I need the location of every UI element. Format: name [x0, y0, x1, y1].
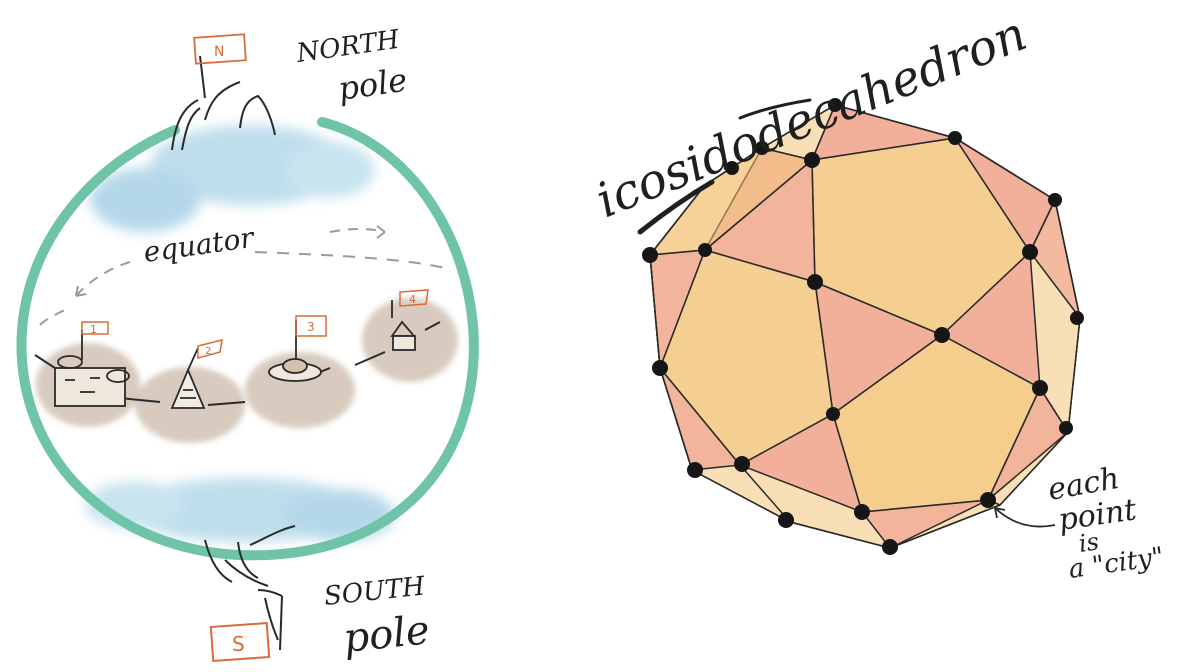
vertex-dot: [642, 247, 658, 263]
vertex-dot: [807, 274, 823, 290]
north-cloud: [90, 125, 375, 232]
city-1-flag-label: 1: [90, 323, 97, 336]
icosidodecahedron-diagram: icosidodecahedron each point is a "city": [589, 6, 1166, 585]
vertex-dot: [948, 131, 962, 145]
annotation-arrow: [995, 508, 1055, 526]
vertex-dot: [854, 504, 870, 520]
vertex-dot: [734, 456, 750, 472]
south-flag-label: S: [232, 632, 245, 656]
north-flag-label: N: [214, 44, 224, 60]
vertex-dot: [652, 360, 668, 376]
south-cloud: [85, 478, 395, 542]
vertex-dot: [698, 243, 712, 257]
city-4-flag-label: 4: [409, 293, 416, 306]
vertex-dot: [1048, 193, 1062, 207]
city-1-castle-icon: [55, 330, 129, 406]
city-1-flag-icon: 1: [82, 322, 108, 336]
city-2-flag-label: 2: [205, 346, 211, 357]
vertex-dot: [804, 152, 820, 168]
vertex-dot: [882, 539, 898, 555]
city-3-flag-icon: 3: [296, 316, 326, 336]
globe-diagram: equator 1 2: [21, 25, 473, 662]
north-flag-icon: N: [194, 34, 246, 98]
vertex-dot: [687, 462, 703, 478]
vertex-dot: [980, 492, 996, 508]
vertex-dot: [1059, 421, 1073, 435]
vertex-dot: [934, 327, 950, 343]
vertex-dot: [826, 407, 840, 421]
city-3-flag-label: 3: [307, 320, 315, 334]
south-pole-label-line2: pole: [341, 607, 431, 662]
vertex-dot: [1032, 380, 1048, 396]
north-pole-label-line2: pole: [336, 61, 410, 108]
vertex-dot: [1070, 311, 1084, 325]
vertex-dot: [1022, 244, 1038, 260]
city-2-flag-icon: 2: [198, 340, 222, 358]
south-pole-label-line1: SOUTH: [323, 571, 428, 612]
south-flag-icon: S: [211, 596, 282, 661]
vertex-dot: [778, 512, 794, 528]
